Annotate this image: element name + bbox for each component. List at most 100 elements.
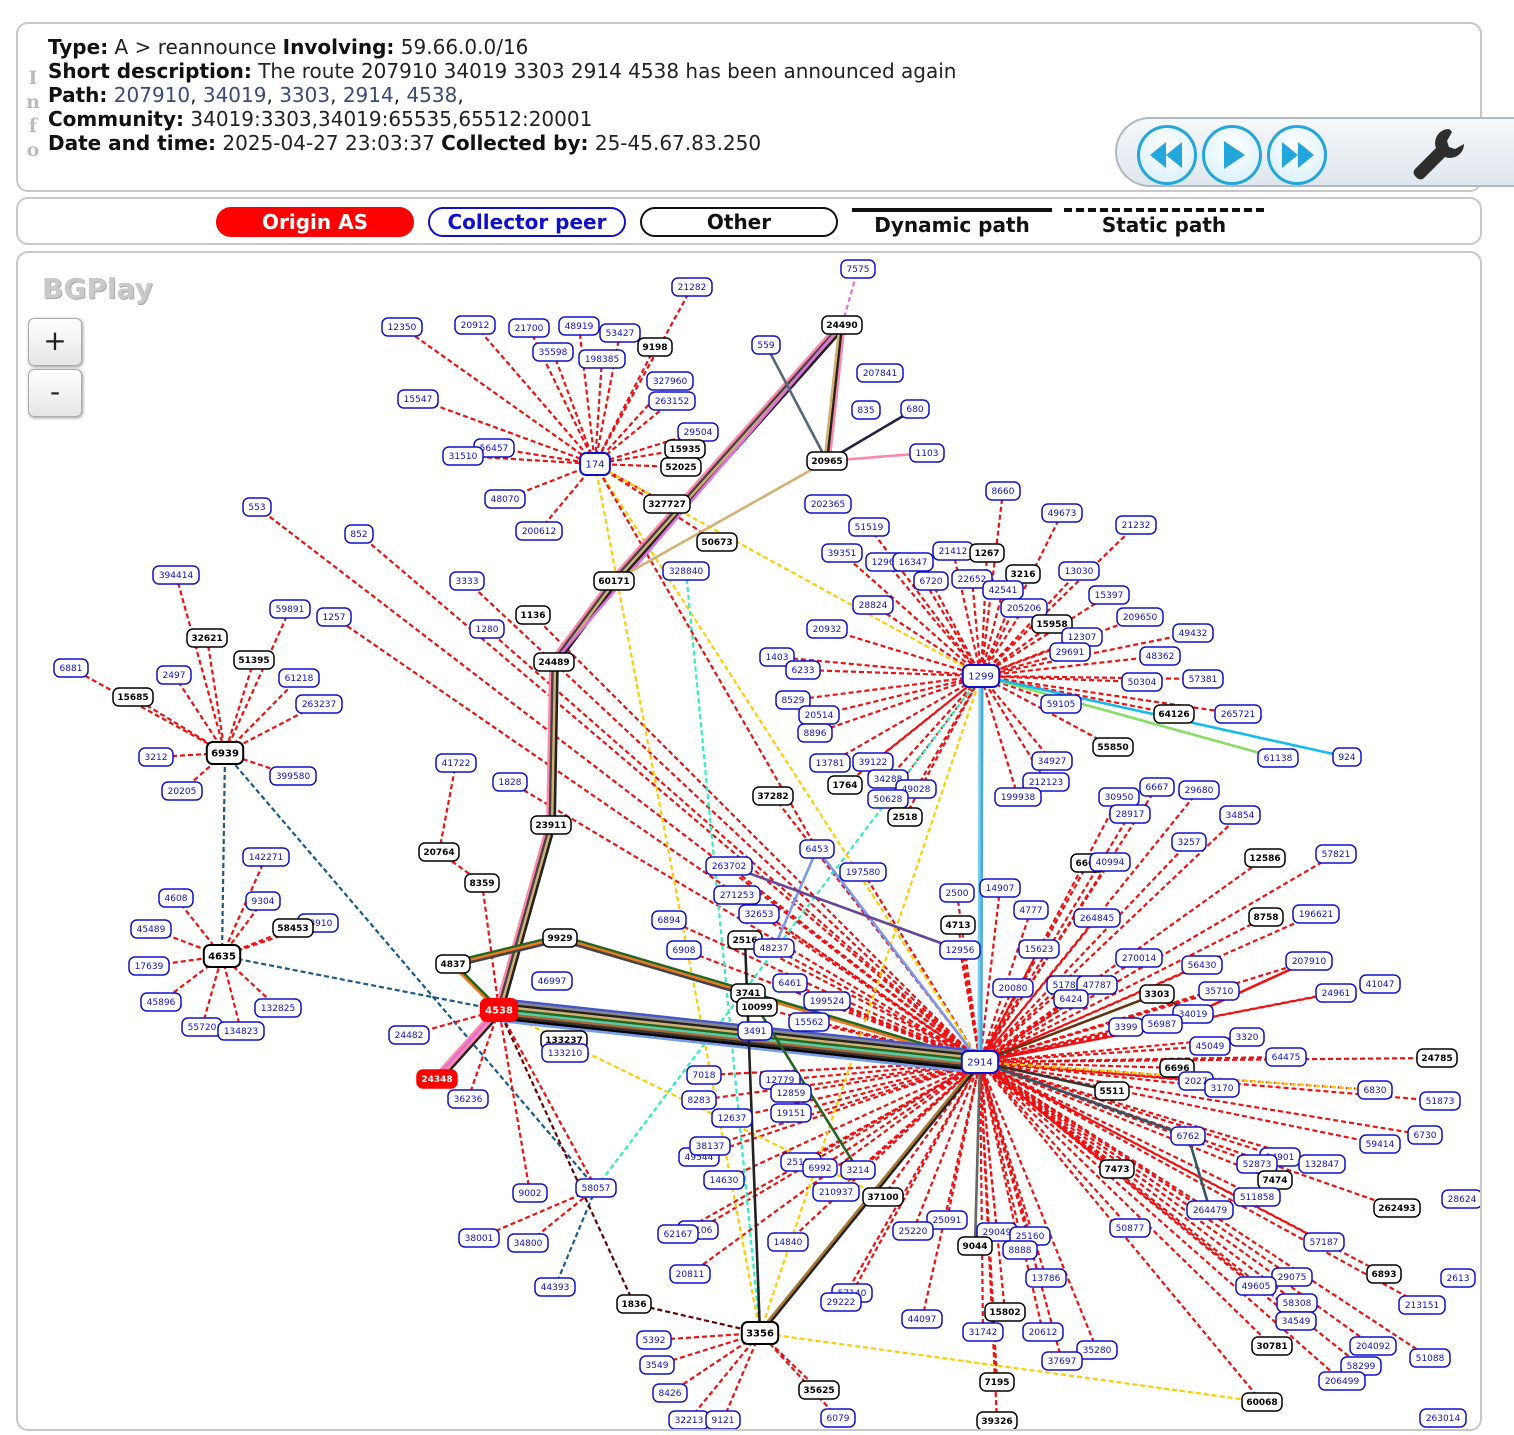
as-node-15397[interactable]: 15397 [1088, 585, 1130, 605]
as-node-15685[interactable]: 15685 [112, 687, 154, 707]
as-node-51395[interactable]: 51395 [233, 650, 275, 670]
as-node-64475[interactable]: 64475 [1265, 1047, 1307, 1067]
as-node-8283[interactable]: 8283 [681, 1090, 717, 1110]
as-node-3399[interactable]: 3399 [1108, 1017, 1144, 1037]
as-node-327727[interactable]: 327727 [643, 494, 691, 514]
as-node-49605[interactable]: 49605 [1235, 1276, 1277, 1296]
as-node-7474[interactable]: 7474 [1257, 1170, 1293, 1190]
as-node-9198[interactable]: 9198 [637, 337, 673, 357]
as-node-34854[interactable]: 34854 [1219, 805, 1261, 825]
as-node-197580[interactable]: 197580 [839, 862, 887, 882]
as-node-6667[interactable]: 6667 [1139, 777, 1175, 797]
as-node-46997[interactable]: 46997 [531, 971, 573, 991]
as-node-213151[interactable]: 213151 [1398, 1295, 1446, 1315]
as-node-4837[interactable]: 4837 [435, 954, 471, 974]
as-node-52025[interactable]: 52025 [660, 457, 702, 477]
as-node-199938[interactable]: 199938 [994, 787, 1042, 807]
settings-button[interactable] [1409, 123, 1471, 189]
as-node-61218[interactable]: 61218 [278, 668, 320, 688]
as-node-204092[interactable]: 204092 [1349, 1336, 1397, 1356]
as-node-40994[interactable]: 40994 [1089, 852, 1131, 872]
as-node-9002[interactable]: 9002 [512, 1183, 548, 1203]
as-node-30950[interactable]: 30950 [1098, 787, 1140, 807]
as-node-59891[interactable]: 59891 [269, 599, 311, 619]
as-node-132825[interactable]: 132825 [254, 998, 302, 1018]
as-node-2497[interactable]: 2497 [156, 665, 192, 685]
as-node-4635[interactable]: 4635 [202, 944, 242, 968]
as-node-200612[interactable]: 200612 [515, 521, 563, 541]
as-node-55850[interactable]: 55850 [1092, 737, 1134, 757]
as-node-34800[interactable]: 34800 [507, 1233, 549, 1253]
as-node-42541[interactable]: 42541 [982, 580, 1024, 600]
as-node-60068[interactable]: 60068 [1241, 1392, 1283, 1412]
as-node-8896[interactable]: 8896 [797, 723, 833, 743]
as-node-511858[interactable]: 511858 [1233, 1187, 1281, 1207]
as-node-553[interactable]: 553 [242, 497, 272, 517]
as-node-6453[interactable]: 6453 [799, 839, 835, 859]
as-node-14630[interactable]: 14630 [703, 1170, 745, 1190]
as-node-7195[interactable]: 7195 [979, 1372, 1015, 1392]
as-node-57187[interactable]: 57187 [1303, 1232, 1345, 1252]
as-node-264479[interactable]: 264479 [1186, 1200, 1234, 1220]
as-node-4777[interactable]: 4777 [1013, 900, 1049, 920]
as-node-61138[interactable]: 61138 [1257, 748, 1299, 768]
as-node-10099[interactable]: 10099 [736, 997, 778, 1017]
as-node-8359[interactable]: 8359 [464, 873, 500, 893]
as-node-51873[interactable]: 51873 [1419, 1091, 1461, 1111]
as-node-15623[interactable]: 15623 [1018, 939, 1060, 959]
as-node-142271[interactable]: 142271 [242, 847, 290, 867]
path-as-link[interactable]: 2914 [342, 83, 394, 107]
as-node-265721[interactable]: 265721 [1214, 704, 1262, 724]
as-node-32653[interactable]: 32653 [738, 904, 780, 924]
as-node-6894[interactable]: 6894 [651, 910, 687, 930]
as-node-270014[interactable]: 270014 [1115, 948, 1163, 968]
zoom-out-button[interactable]: - [28, 369, 82, 417]
as-node-2500[interactable]: 2500 [939, 883, 975, 903]
path-as-link[interactable]: 4538 [406, 83, 458, 107]
as-node-20612[interactable]: 20612 [1022, 1322, 1064, 1342]
as-node-35598[interactable]: 35598 [532, 342, 574, 362]
as-node-9121[interactable]: 9121 [705, 1410, 741, 1429]
as-node-31510[interactable]: 31510 [442, 446, 484, 466]
as-node-9929[interactable]: 9929 [542, 928, 578, 948]
as-node-1836[interactable]: 1836 [616, 1294, 652, 1314]
as-node-205206[interactable]: 205206 [1000, 598, 1048, 618]
as-node-22652[interactable]: 22652 [951, 569, 993, 589]
as-node-15562[interactable]: 15562 [788, 1012, 830, 1032]
as-node-3216[interactable]: 3216 [1005, 564, 1041, 584]
as-node-25220[interactable]: 25220 [892, 1221, 934, 1241]
as-node-19151[interactable]: 19151 [770, 1103, 812, 1123]
as-node-12956[interactable]: 12956 [939, 940, 981, 960]
as-node-21412[interactable]: 21412 [932, 541, 974, 561]
as-node-3320[interactable]: 3320 [1229, 1027, 1265, 1047]
as-node-34549[interactable]: 34549 [1275, 1311, 1317, 1331]
as-node-45896[interactable]: 45896 [140, 992, 182, 1012]
as-node-263702[interactable]: 263702 [705, 856, 753, 876]
as-node-207910[interactable]: 207910 [1285, 951, 1333, 971]
as-node-53427[interactable]: 53427 [599, 323, 641, 343]
as-node-212123[interactable]: 212123 [1022, 772, 1070, 792]
as-node-49432[interactable]: 49432 [1172, 623, 1214, 643]
as-node-198385[interactable]: 198385 [578, 349, 626, 369]
as-node-35280[interactable]: 35280 [1076, 1340, 1118, 1360]
as-node-8758[interactable]: 8758 [1248, 907, 1284, 927]
as-node-24785[interactable]: 24785 [1416, 1048, 1458, 1068]
as-node-7018[interactable]: 7018 [686, 1065, 722, 1085]
as-node-51088[interactable]: 51088 [1409, 1348, 1451, 1368]
as-node-34927[interactable]: 34927 [1031, 751, 1073, 771]
as-node-6893[interactable]: 6893 [1366, 1264, 1402, 1284]
as-node-12586[interactable]: 12586 [1244, 848, 1286, 868]
as-node-1136[interactable]: 1136 [515, 605, 551, 625]
as-node-50877[interactable]: 50877 [1109, 1218, 1151, 1238]
as-node-3491[interactable]: 3491 [737, 1021, 773, 1041]
as-node-29222[interactable]: 29222 [820, 1292, 862, 1312]
as-node-3333[interactable]: 3333 [449, 571, 485, 591]
as-node-15802[interactable]: 15802 [984, 1302, 1026, 1322]
as-node-4538[interactable]: 4538 [479, 998, 519, 1022]
as-node-39351[interactable]: 39351 [821, 543, 863, 563]
as-node-132847[interactable]: 132847 [1298, 1154, 1346, 1174]
as-node-1828[interactable]: 1828 [492, 772, 528, 792]
as-node-48070[interactable]: 48070 [484, 489, 526, 509]
as-node-59414[interactable]: 59414 [1359, 1134, 1401, 1154]
as-node-20912[interactable]: 20912 [454, 315, 496, 335]
